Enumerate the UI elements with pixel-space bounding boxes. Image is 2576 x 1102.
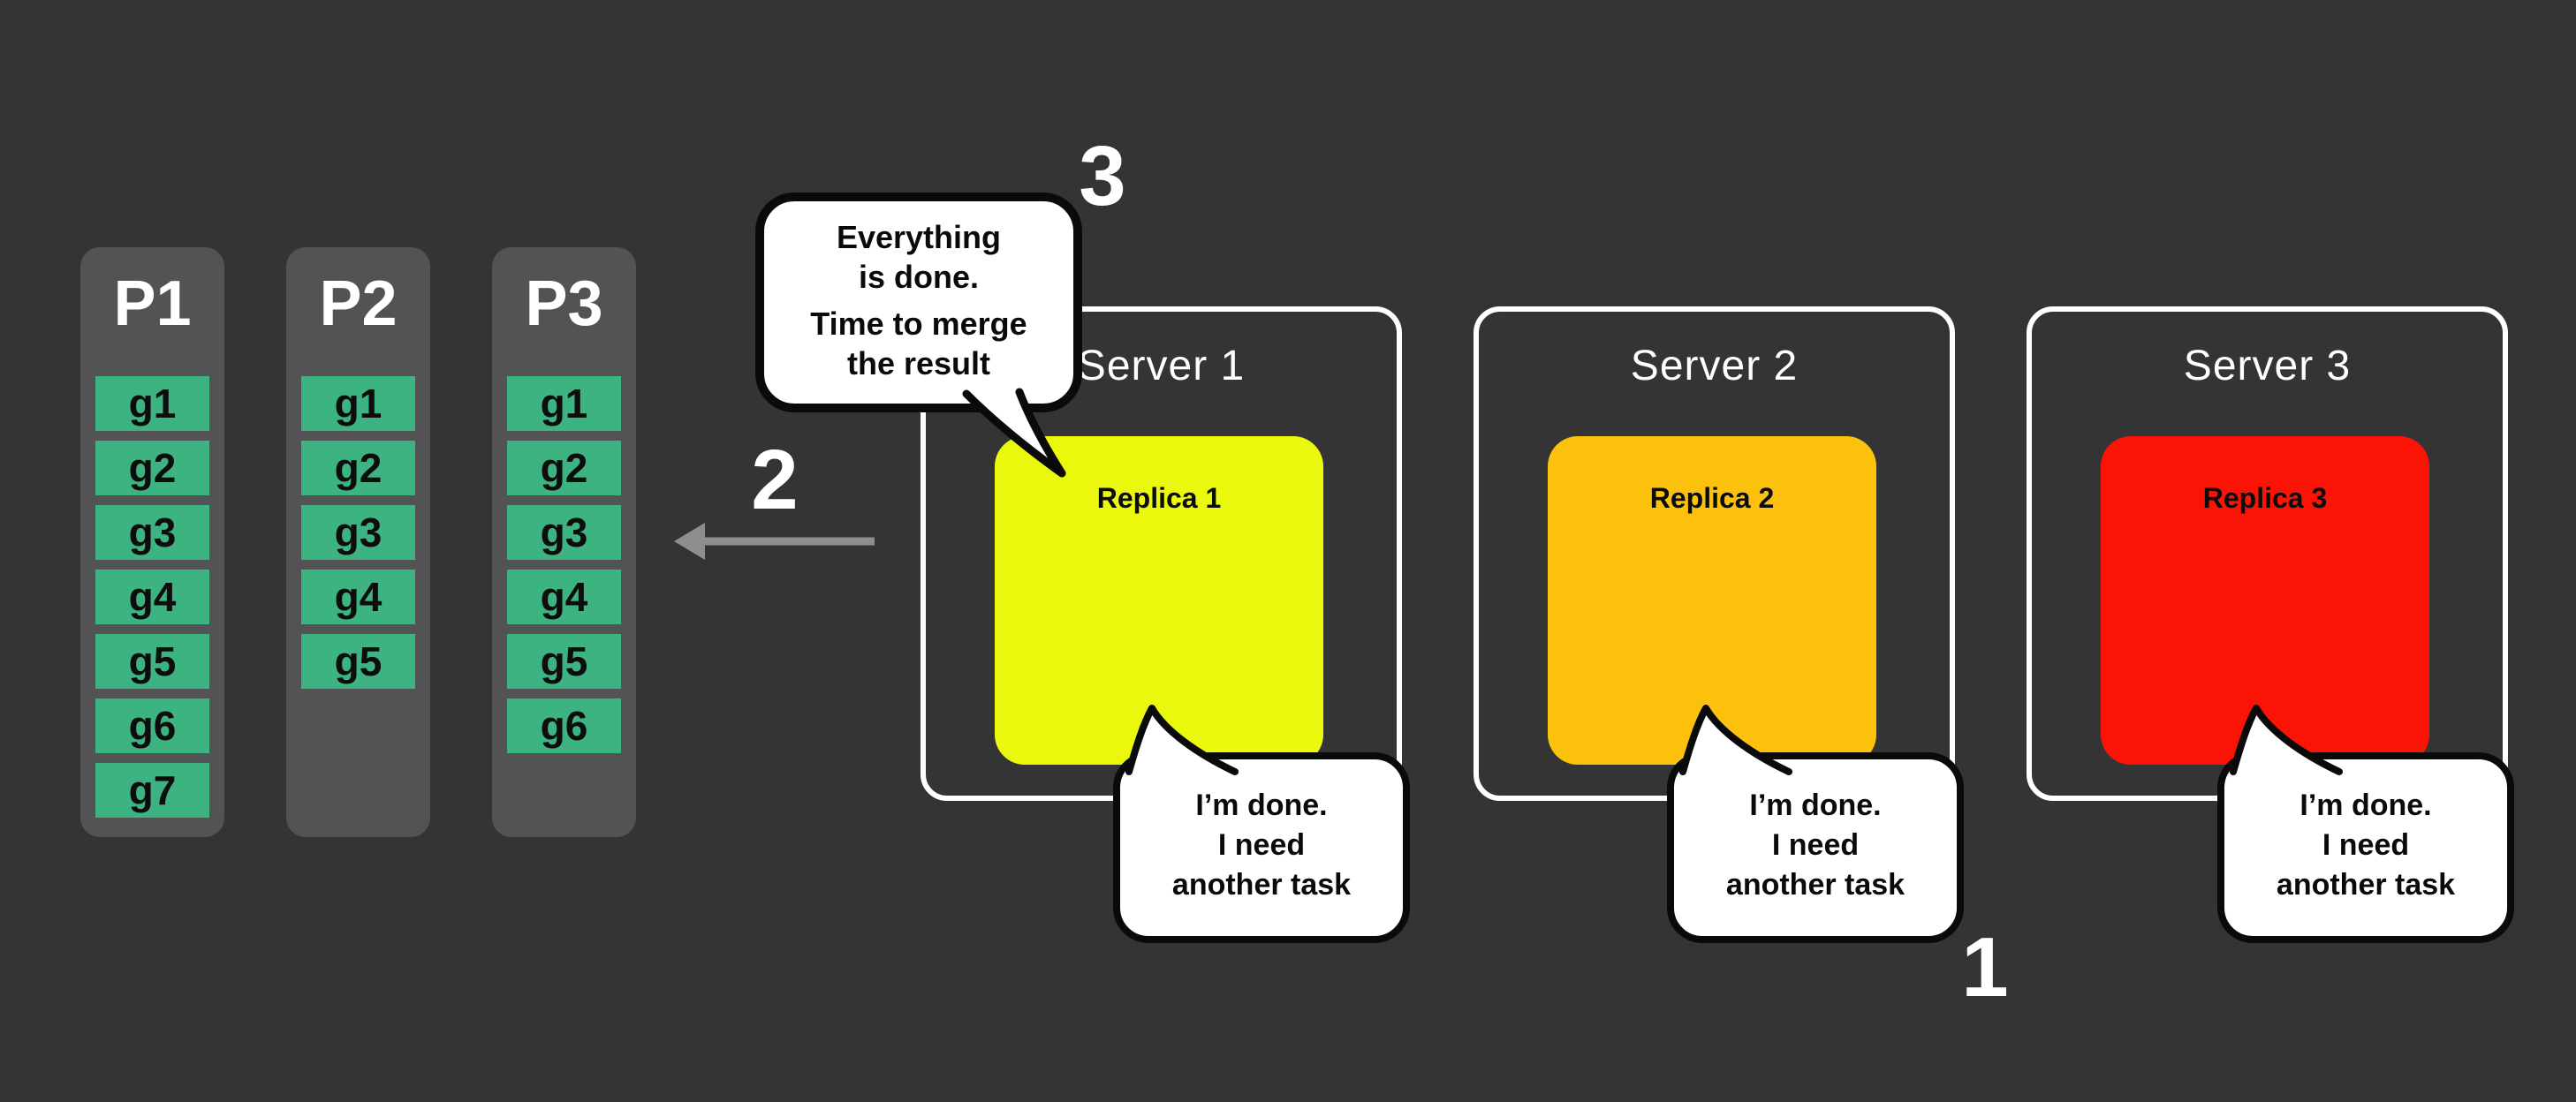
step-label-3: 3: [1079, 129, 1126, 223]
task-cell: g3: [95, 505, 209, 560]
server-box-3: Server 3 Replica 3: [2027, 306, 2508, 801]
worker-bubble-line: I’m done.: [1749, 789, 1882, 822]
task-cell: g5: [301, 634, 415, 689]
task-cell: g4: [95, 570, 209, 624]
task-cell: g4: [301, 570, 415, 624]
worker-bubble-line: I need: [1771, 828, 1860, 862]
worker-bubble-tail-2: [1679, 705, 1792, 775]
partition-title: P1: [113, 268, 192, 339]
worker-bubble-line: I need: [2322, 828, 2410, 862]
merge-speech-bubble: Everything is done. Time to merge the re…: [755, 192, 1082, 412]
worker-bubble-line: another task: [1171, 868, 1352, 902]
step-label-2: 2: [751, 433, 799, 527]
task-cell: g6: [95, 698, 209, 753]
replica-2-box: Replica 2: [1548, 436, 1876, 765]
server-title: Server 3: [2183, 343, 2352, 389]
worker-bubble-line: another task: [1725, 868, 1905, 902]
server-title: Server 1: [1077, 343, 1246, 389]
replica-label: Replica 1: [1096, 482, 1222, 514]
partition-title: P3: [525, 268, 603, 339]
task-cell: g2: [507, 441, 621, 495]
worker-speech-bubble-2: I’m done. I need another task: [1667, 752, 1964, 943]
server-box-1: Server 1 Replica 1: [921, 306, 1402, 801]
worker-bubble-tail-3: [2230, 705, 2343, 775]
replica-label: Replica 3: [2202, 482, 2328, 514]
task-cell: g5: [95, 634, 209, 689]
task-cell: g2: [95, 441, 209, 495]
task-cell: g5: [507, 634, 621, 689]
task-cell: g1: [507, 376, 621, 431]
merge-bubble-line: Time to merge: [810, 306, 1027, 342]
task-list: g1 g2 g3 g4 g5: [286, 376, 430, 689]
task-list: g1 g2 g3 g4 g5 g6 g7: [80, 376, 224, 818]
task-cell: g7: [95, 763, 209, 818]
merge-bubble-line: the result: [846, 345, 991, 381]
merge-bubble-line: Everything: [836, 219, 1002, 255]
worker-bubble-line: I need: [1217, 828, 1306, 862]
worker-speech-bubble-1: I’m done. I need another task: [1113, 752, 1410, 943]
server-box-2: Server 2 Replica 2: [1474, 306, 1955, 801]
task-list: g1 g2 g3 g4 g5 g6: [492, 376, 636, 753]
worker-speech-bubble-3: I’m done. I need another task: [2217, 752, 2514, 943]
worker-bubble-tail-1: [1125, 705, 1239, 775]
task-cell: g3: [301, 505, 415, 560]
merge-bubble-line: is done.: [858, 259, 980, 295]
task-cell: g6: [507, 698, 621, 753]
replica-label: Replica 2: [1649, 482, 1775, 514]
task-cell: g3: [507, 505, 621, 560]
task-cell: g1: [301, 376, 415, 431]
worker-bubble-line: I’m done.: [1195, 789, 1328, 822]
partition-title: P2: [319, 268, 398, 339]
partition-p2: P2 g1 g2 g3 g4 g5: [286, 247, 430, 837]
worker-bubble-line: I’m done.: [2299, 789, 2432, 822]
task-cell: g4: [507, 570, 621, 624]
step-label-1: 1: [1961, 920, 2009, 1015]
task-cell: g2: [301, 441, 415, 495]
merge-bubble-tail: [962, 388, 1066, 478]
server-title: Server 2: [1630, 343, 1799, 389]
worker-bubble-line: another task: [2276, 868, 2456, 902]
replica-1-box: Replica 1: [995, 436, 1323, 765]
merge-arrow-left-icon: [674, 523, 875, 560]
partition-p1: P1 g1 g2 g3 g4 g5 g6 g7: [80, 247, 224, 837]
partition-p3: P3 g1 g2 g3 g4 g5 g6: [492, 247, 636, 837]
task-cell: g1: [95, 376, 209, 431]
replica-3-box: Replica 3: [2101, 436, 2429, 765]
